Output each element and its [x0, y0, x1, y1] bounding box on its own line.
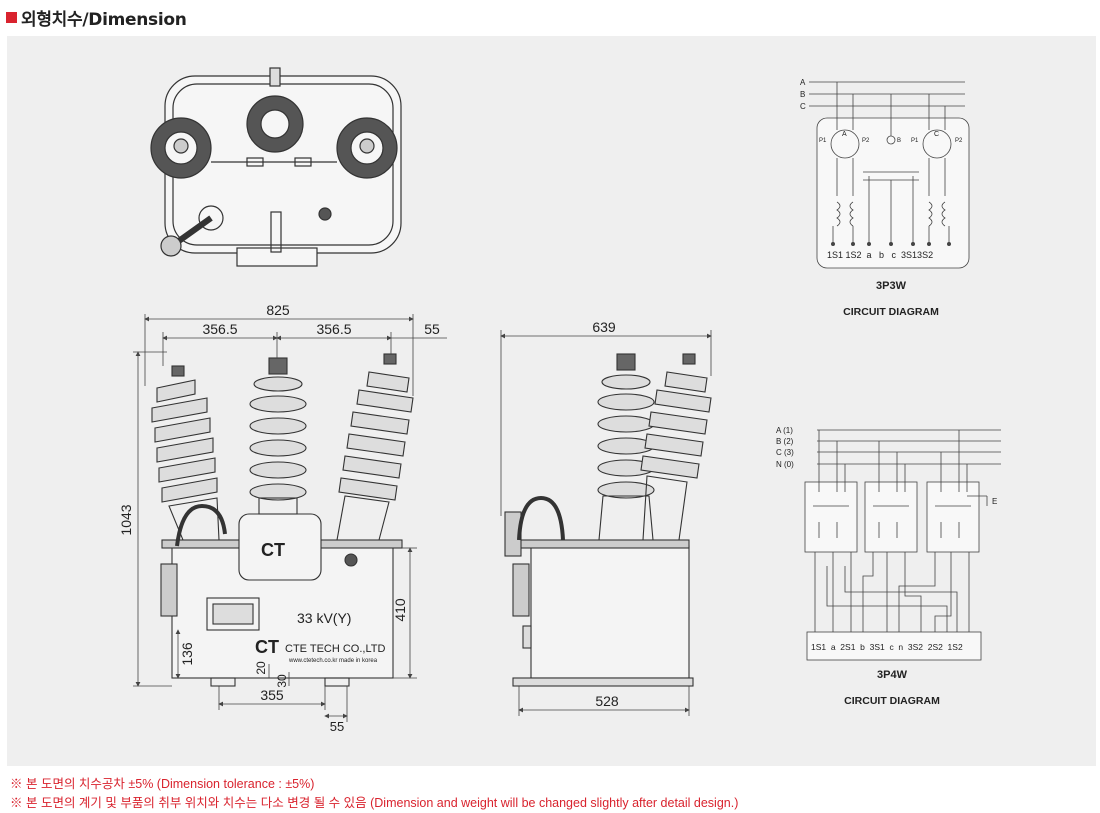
- coil-a-label: A: [842, 131, 847, 138]
- bushing-center: [249, 357, 307, 515]
- line-c-label: C: [800, 102, 806, 111]
- drawing-panel: 33 kV(Y) CT CT CTE TECH CO.,LTD www.ctet…: [7, 36, 1096, 766]
- circuit-3p4w: [804, 429, 1001, 661]
- circuit-3p4w-labels: A (1) B (2) C (3) N (0) E 1S1 a 2S1 b 3S…: [776, 426, 997, 707]
- bushing-right: [336, 353, 414, 541]
- dim-offset-right: 55: [424, 321, 440, 337]
- note-design-change: ※ 본 도면의 계기 및 부품의 취부 위치와 치수는 다소 변경 될 수 있음…: [10, 796, 739, 810]
- front-view: [151, 353, 414, 687]
- dim-foot-width: 55: [330, 719, 344, 734]
- top-view: [150, 67, 402, 267]
- dim-foot-height: 30: [275, 674, 289, 688]
- section-header: 외형치수/Dimension: [6, 5, 187, 30]
- line-n0-label: N (0): [776, 460, 794, 469]
- dim-depth-base: 528: [595, 693, 619, 709]
- p1-left-label: P1: [819, 138, 827, 144]
- dim-base-width: 355: [260, 687, 284, 703]
- logo-plate: CT: [255, 637, 279, 657]
- coil-c-label: C: [934, 131, 939, 138]
- dim-tank-height: 410: [392, 598, 408, 622]
- center-b-label: B: [897, 138, 901, 144]
- section-title: 외형치수/Dimension: [21, 9, 187, 30]
- dim-spacing-right: 356.5: [316, 321, 351, 337]
- circuit-3p3w: [809, 81, 970, 269]
- side-bushing-center: [597, 353, 655, 541]
- dim-depth-top: 639: [592, 319, 616, 335]
- bushing-left: [151, 365, 220, 541]
- line-a-label: A: [800, 78, 806, 87]
- dim-width-total: 825: [266, 302, 290, 318]
- line-b-label: B: [800, 90, 805, 99]
- p2-left-label: P2: [862, 138, 870, 144]
- logo-tank: CT: [261, 540, 285, 560]
- diagram-3p4w-name: 3P4W: [877, 669, 908, 681]
- diagram-3p4w-caption: CIRCUIT DIAGRAM: [844, 695, 940, 707]
- p1-right-label: P1: [911, 138, 919, 144]
- dim-spacing-left: 356.5: [202, 321, 237, 337]
- company-website: www.ctetech.co.kr made in korea: [288, 658, 378, 664]
- front-nameplate-text: 33 kV(Y) CT CT CTE TECH CO.,LTD www.ctet…: [255, 540, 385, 664]
- drawing-canvas: 33 kV(Y) CT CT CTE TECH CO.,LTD www.ctet…: [118, 67, 1001, 734]
- dim-height-total: 1043: [118, 504, 134, 535]
- side-view: [504, 353, 712, 687]
- terminals-3p3w: 1S1 1S2 a b c 3S13S2: [827, 250, 933, 260]
- company-name: CTE TECH CO.,LTD: [285, 643, 385, 655]
- voltage-label: 33 kV(Y): [297, 610, 351, 626]
- dim-foot-gap: 20: [254, 661, 268, 675]
- side-dimension-labels: 639 528: [592, 319, 619, 709]
- earth-label: E: [992, 497, 997, 506]
- line-a1-label: A (1): [776, 426, 793, 435]
- note-tolerance: ※ 본 도면의 치수공차 ±5% (Dimension tolerance : …: [10, 777, 315, 791]
- diagram-3p3w-caption: CIRCUIT DIAGRAM: [843, 306, 939, 318]
- dim-label-height: 136: [179, 642, 195, 666]
- front-dimension-labels: 825 356.5 356.5 55 1043 410 136 20 30 35…: [118, 302, 440, 734]
- terminals-3p4w: 1S1 a 2S1 b 3S1 c n 3S2 2S2 1S2: [811, 642, 963, 652]
- front-dimensions: [133, 314, 447, 722]
- red-square-icon: [6, 11, 17, 23]
- side-bushing-rear: [640, 353, 712, 541]
- circuit-3p3w-labels: A B C A C P1 P2 P1 P2 B 1S1 1S2 a b c 3S…: [800, 78, 963, 318]
- p2-right-label: P2: [955, 138, 963, 144]
- side-dimensions: [500, 330, 712, 716]
- line-c3-label: C (3): [776, 448, 794, 457]
- line-b2-label: B (2): [776, 437, 794, 446]
- diagram-3p3w-name: 3P3W: [876, 280, 907, 292]
